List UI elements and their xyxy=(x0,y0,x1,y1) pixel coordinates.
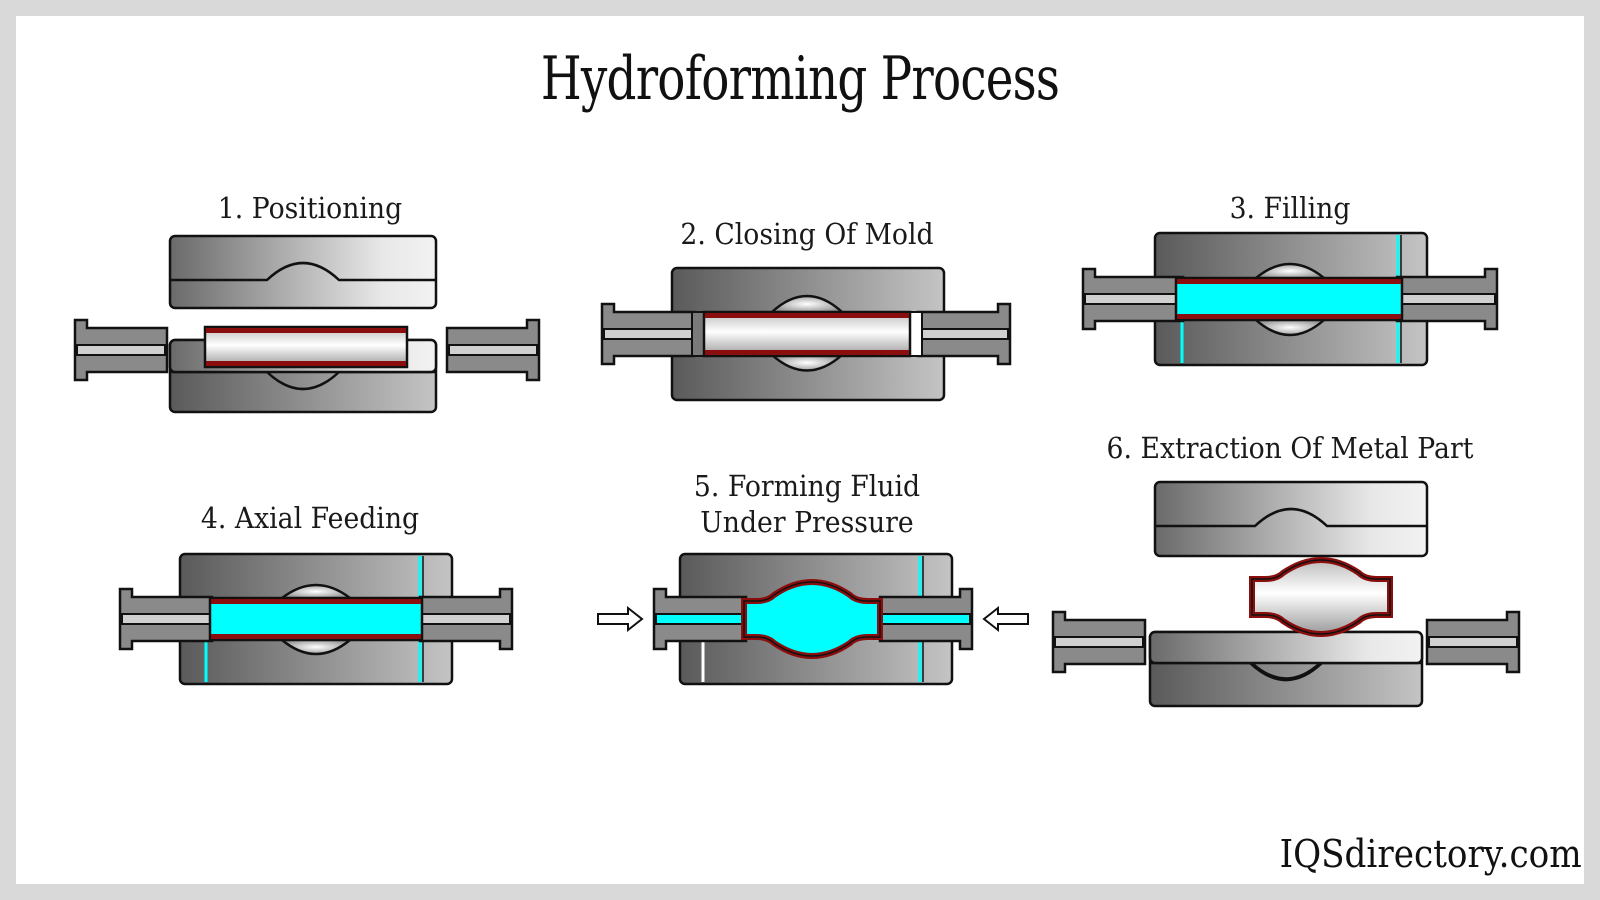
step-4-diagram xyxy=(118,552,514,686)
punch-bore xyxy=(881,613,971,625)
punch-bore xyxy=(1054,636,1144,648)
tube-wall-top xyxy=(211,599,421,604)
die-cavity xyxy=(1251,662,1321,680)
punch-bore xyxy=(655,613,745,625)
die-insert xyxy=(1148,630,1424,665)
die-cavity-bottom xyxy=(281,639,351,656)
tube-wall-top xyxy=(705,313,909,318)
step-3-diagram xyxy=(1081,231,1499,367)
formed-tube xyxy=(1249,557,1393,637)
diagram-panel xyxy=(16,16,1584,884)
pressure-arrow-right-icon xyxy=(597,605,644,633)
step-2-diagram xyxy=(600,266,1012,402)
step-2-label: 2. Closing Of Mold xyxy=(680,217,934,251)
metal-tube xyxy=(702,310,912,358)
watermark: IQSdirectory.com xyxy=(1279,832,1582,876)
die-cavity-bottom xyxy=(1255,319,1325,337)
step-5-label-line1: 5. Forming Fluid xyxy=(693,469,921,503)
metal-tube xyxy=(203,325,409,369)
die-cavity-bottom xyxy=(771,354,843,372)
page-title: Hydroforming Process xyxy=(540,44,1060,114)
die-parting-line xyxy=(1155,507,1427,528)
step-5-label-line2: Under Pressure xyxy=(700,505,914,539)
die-cavity-top xyxy=(281,583,351,599)
pressure-arrow-left-icon xyxy=(982,605,1029,633)
tube-wall-bottom xyxy=(206,361,406,366)
punch-bore xyxy=(76,344,166,356)
step-1-diagram xyxy=(73,234,541,414)
die-block xyxy=(168,234,438,310)
die-parting-line xyxy=(170,370,436,391)
step-6-label: 6. Extraction Of Metal Part xyxy=(1106,431,1474,465)
step-3-label: 3. Filling xyxy=(1229,191,1351,225)
punch-bore xyxy=(1398,293,1496,305)
die-cavity-top xyxy=(1255,262,1325,279)
formed-tube-outline xyxy=(743,581,881,657)
die-cavity-top xyxy=(771,294,843,313)
tube-wall-top xyxy=(206,328,406,333)
metal-tube xyxy=(1174,276,1404,322)
step-6-diagram xyxy=(1051,480,1521,708)
metal-tube xyxy=(208,596,424,642)
punch-bore xyxy=(421,613,511,625)
punch-bore xyxy=(121,613,211,625)
punch-bore xyxy=(448,344,538,356)
formed-tube-outline xyxy=(1251,559,1391,635)
step-4-label: 4. Axial Feeding xyxy=(200,501,420,535)
die-parting-line xyxy=(1150,661,1422,682)
gap-left xyxy=(691,311,705,357)
tube-wall-bottom xyxy=(1177,314,1401,319)
punch-bore xyxy=(1084,293,1182,305)
punch-bore xyxy=(603,328,693,340)
step-1-label: 1. Positioning xyxy=(217,191,403,225)
die-block xyxy=(1153,480,1429,558)
tube-wall-bottom xyxy=(705,350,909,355)
punch-bore xyxy=(919,328,1009,340)
gap-right xyxy=(909,311,923,357)
punch-bore xyxy=(1428,636,1518,648)
tube-wall-bottom xyxy=(211,634,421,639)
step-5-diagram xyxy=(597,552,1029,686)
tube-wall-top xyxy=(1177,279,1401,284)
die-parting-line xyxy=(170,261,436,282)
